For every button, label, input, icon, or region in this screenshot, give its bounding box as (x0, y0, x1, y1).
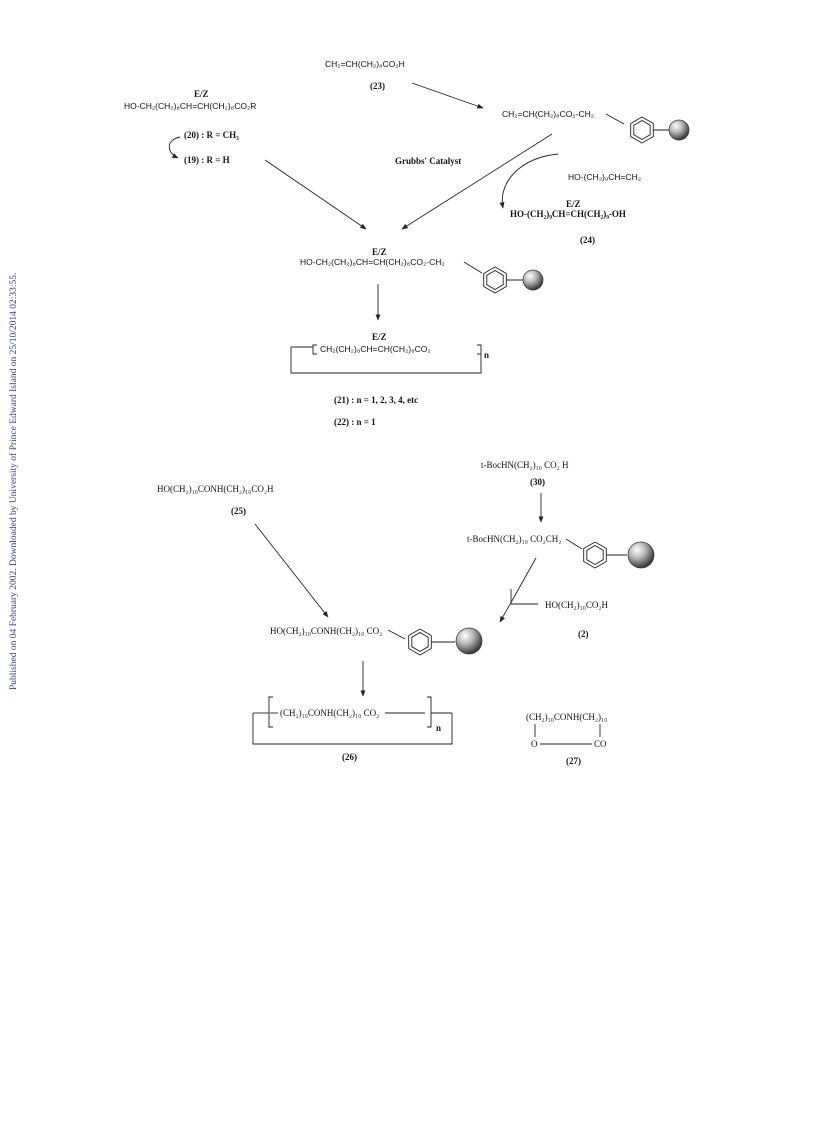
arrow-resin-to-product (401, 133, 553, 230)
compound-30-formula: t-BocHN(CH₂)₁₀ CO₂ H (481, 460, 569, 470)
resin-bound-ester-formula: CH₂=CH(CH₂)₈CO₂-CH₂ (502, 109, 594, 119)
macrocycle-2-formula: (CH₂)₁₀CONH(CH₂)₁₀ CO₂ (280, 708, 379, 718)
compound-24-formula: HO-(CH₂)₉CH=CH(CH₂)₉-OH (510, 209, 626, 219)
resin-bead-4 (455, 627, 483, 655)
lactone-oxygen: O (531, 739, 538, 749)
grubbs-catalyst-label: Grubbs' Catalyst (395, 156, 461, 166)
metathesis-byproduct-arrow (499, 153, 559, 209)
hydrolysis-arrow (168, 136, 181, 159)
compound-22-label: (22) : n = 1 (334, 417, 376, 427)
ez-label-4: E/Z (372, 332, 387, 342)
ez-label-2: E/Z (566, 199, 581, 209)
compound-2-label: (2) (578, 629, 589, 639)
resin-amide-formula: HO(CH₂)₁₀CONH(CH₂)₁₀ CO₂ (270, 626, 382, 636)
resin-bead-2 (522, 269, 544, 291)
macrocycle-1-formula: CH₂(CH₂)₈CH=CH(CH₂)₈CO₂ (320, 344, 431, 354)
repeat-n-1: n (484, 350, 489, 360)
ez-label-1: E/Z (194, 89, 209, 99)
alkenol-reagent-formula: HO-(CH₂)₉CH=CH₂ (568, 172, 641, 182)
compound-23-label: (23) (370, 81, 385, 91)
benzene-ring-1 (630, 116, 654, 144)
resin-link-bond-4 (387, 629, 406, 640)
macrocycle-ring-closure-2 (252, 713, 453, 745)
compound-19-label: (19) : R = H (184, 155, 230, 165)
bracket-left-2 (268, 696, 273, 728)
arrow-19-to-product (264, 159, 367, 230)
compound-20-label: (20) : R = CH₃ (184, 130, 239, 140)
arrow-deprotect-couple (499, 557, 537, 623)
compound-30-label: (30) (530, 477, 545, 487)
benzene-ring-2 (483, 266, 507, 294)
resin-link-bond-2 (463, 261, 483, 274)
bracket-right-2 (427, 696, 432, 728)
bracket-left-1 (312, 344, 317, 355)
arrow-25-to-resin (254, 523, 329, 618)
lactone-carbonyl: CO (594, 739, 607, 749)
boc-resin-formula: t-BocHN(CH₂)₁₀ CO₂CH₂ (467, 534, 561, 544)
compound-25-label: (25) (231, 506, 246, 516)
compound-27-label: (27) (566, 756, 581, 766)
compound-23-formula: CH₂=CH(CH₂)₈CO₂H (325, 59, 405, 69)
compound-20-19-formula: HO-CH₂(CH₂)₈CH=CH(CH₂)₈CO₂R (124, 101, 256, 111)
bracket-right-1 (477, 344, 482, 355)
benzene-ring-4 (408, 628, 432, 656)
reagent-2-formula: HO(CH₂)₁₀CO₂H (545, 600, 609, 610)
resin-link-bond-3 (565, 538, 583, 550)
compound-25-formula: HO(CH₂)₁₀CONH(CH₂)₁₀CO₂H (157, 484, 274, 494)
resin-bead-1 (668, 119, 690, 141)
repeat-n-2: n (436, 723, 441, 733)
resin-link-bond (605, 113, 625, 125)
resin-bead-3 (627, 541, 655, 569)
compound-26-label: (26) (342, 752, 357, 762)
arrow-23-to-resin (411, 82, 484, 109)
resin-intermediate-formula: HO-CH₂(CH₂)₈CH=CH(CH₂)₈CO₂-CH₂ (300, 257, 445, 267)
compound-24-label: (24) (580, 235, 595, 245)
compound-27-top-chain: (CH₂)₁₀CONH(CH₂)₁₀ (526, 712, 607, 722)
compound-21-label: (21) : n = 1, 2, 3, 4, etc (334, 395, 418, 405)
download-watermark: Published on 04 February 2002. Downloade… (8, 273, 19, 690)
benzene-ring-3 (583, 541, 607, 569)
macrocycle-ring-closure-1 (290, 347, 482, 374)
ez-label-3: E/Z (372, 247, 387, 257)
